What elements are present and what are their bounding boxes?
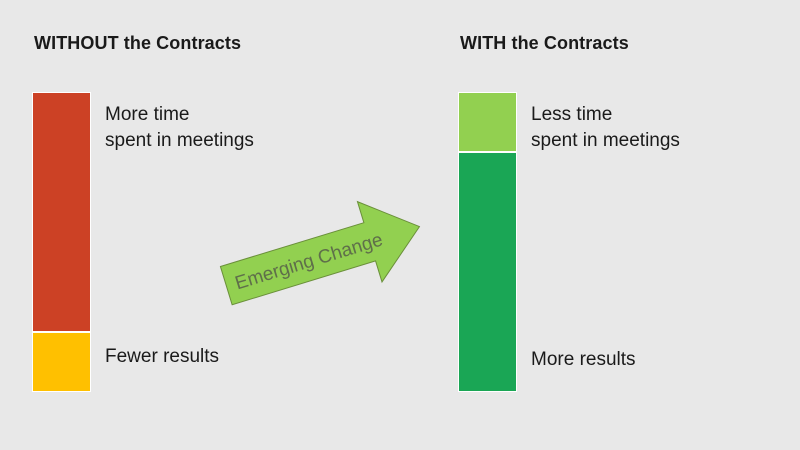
left-meetings-label-line1: More time (105, 104, 190, 125)
right-meetings-label: Less time spent in meetings (531, 102, 680, 154)
emerging-change-arrow: Emerging Change (205, 195, 435, 320)
left-results-label-line1: Fewer results (105, 346, 220, 367)
right-bar-meetings-segment (458, 92, 517, 152)
right-bar-results-segment (458, 152, 517, 392)
arrow-svg: Emerging Change (219, 200, 421, 306)
left-meetings-label-line2: spent in meetings (105, 130, 254, 151)
left-meetings-label: More time spent in meetings (105, 102, 254, 154)
right-results-label-line1: More results (531, 349, 636, 370)
right-panel-heading: WITH the Contracts (460, 33, 629, 53)
arrow-icon (219, 200, 421, 306)
left-bar-meetings-segment (32, 92, 91, 332)
left-panel-heading: WITHOUT the Contracts (34, 33, 242, 53)
right-meetings-label-line1: Less time (531, 104, 613, 125)
left-bar-results-segment (32, 332, 91, 392)
left-results-label: Fewer results (105, 344, 219, 370)
right-results-label: More results (531, 347, 636, 373)
right-meetings-label-line2: spent in meetings (531, 130, 680, 151)
